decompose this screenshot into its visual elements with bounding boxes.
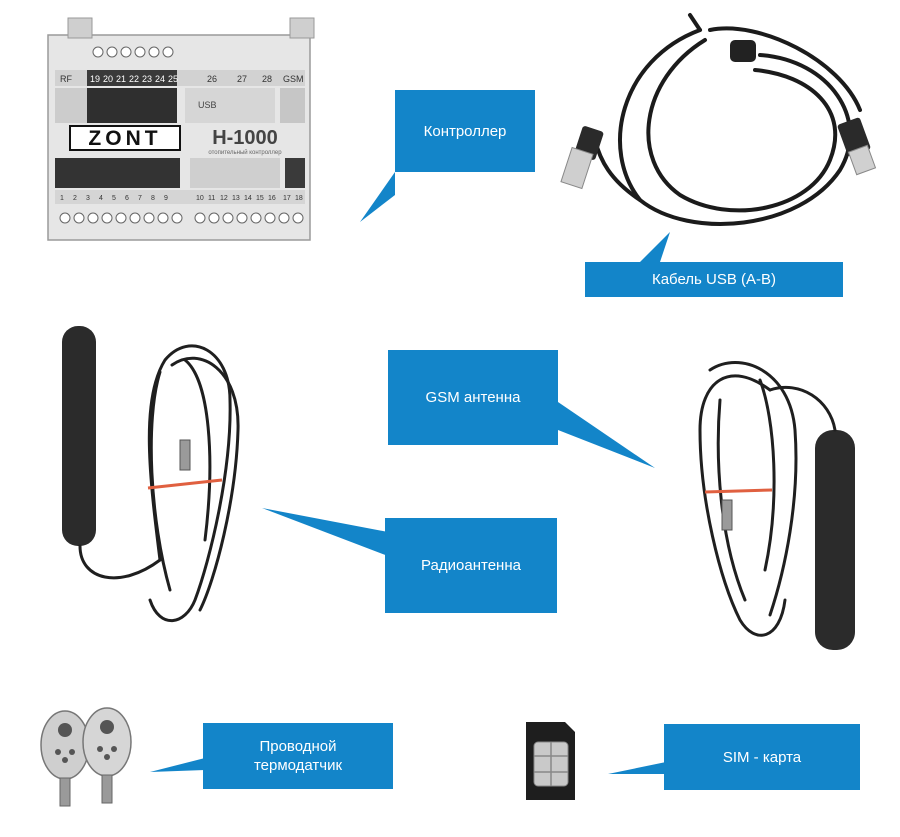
terminal-number: 10 [196,195,204,202]
pointer-sim-card [608,762,666,774]
gsm-antenna [698,361,855,650]
controller-label-22: 22 [129,74,139,84]
callout-controller: Контроллер [395,90,535,172]
terminal-number: 14 [244,195,252,202]
radio-antenna [62,326,240,623]
terminal-number: 7 [138,195,142,202]
controller-bottom-screws [59,212,304,224]
terminal-number: 1 [60,195,64,202]
terminal-number: 12 [220,195,228,202]
controller-top-labels: RF 19 20 21 22 23 24 25 26 27 28 GSM [60,74,304,84]
antenna-icon [815,430,855,650]
controller-label-25: 25 [168,74,178,84]
terminal-number: 9 [164,195,168,202]
terminal-number: 13 [232,195,240,202]
terminal-number: 4 [99,195,103,202]
antenna-icon [62,326,96,546]
terminal-number: 17 [283,195,291,202]
controller-label-19: 19 [90,74,100,84]
terminal-number: 8 [151,195,155,202]
controller-label-27: 27 [237,74,247,84]
controller-label-20: 20 [103,74,113,84]
controller-label-26: 26 [207,74,217,84]
terminal-number: 6 [125,195,129,202]
pointer-controller [360,172,395,222]
controller-top-screws [92,46,174,58]
controller-bottom-numbers: 1 2 3 4 5 6 7 8 9 10 11 12 13 14 15 16 1… [60,195,303,202]
terminal-number: 3 [86,195,90,202]
callout-gsm-antenna: GSM антенна [388,350,558,445]
callout-thermo-sensor: Проводной термодатчик [203,723,393,789]
pointer-radio-antenna [262,508,388,556]
controller-brand-logo: ZONT [88,127,161,150]
callout-pointers [150,172,670,774]
terminal-number: 15 [256,195,264,202]
pointer-thermo-sensor [150,758,205,772]
pointer-usb-cable [640,232,670,262]
usb-b-plug-icon [837,117,877,176]
controller-label-21: 21 [116,74,126,84]
controller-subtitle: отопительный контроллер [208,149,282,156]
controller-label-gsm: GSM [283,74,304,84]
controller-model: H-1000 [212,127,278,149]
callout-sim-card: SIM - карта [664,724,860,790]
callout-usb-cable: Кабель USB (A-B) [585,262,843,297]
controller-usb-label: USB [198,100,217,110]
terminal-number: 16 [268,195,276,202]
terminal-number: 18 [295,195,303,202]
callout-radio-antenna: Радиоантенна [385,518,557,613]
terminal-number: 2 [73,195,77,202]
terminal-number: 5 [112,195,116,202]
usb-cable [593,13,862,226]
controller-label-23: 23 [142,74,152,84]
sim-chip-icon [526,722,575,800]
controller-label-rf: RF [60,74,72,84]
pointer-gsm-antenna [558,402,655,468]
controller-device: RF 19 20 21 22 23 24 25 26 27 28 GSM USB… [47,17,315,241]
thermo-sensor-icon [40,707,132,807]
terminal-number: 11 [208,195,215,202]
controller-label-28: 28 [262,74,272,84]
usb-plug-icon [560,126,604,190]
controller-label-24: 24 [155,74,165,84]
